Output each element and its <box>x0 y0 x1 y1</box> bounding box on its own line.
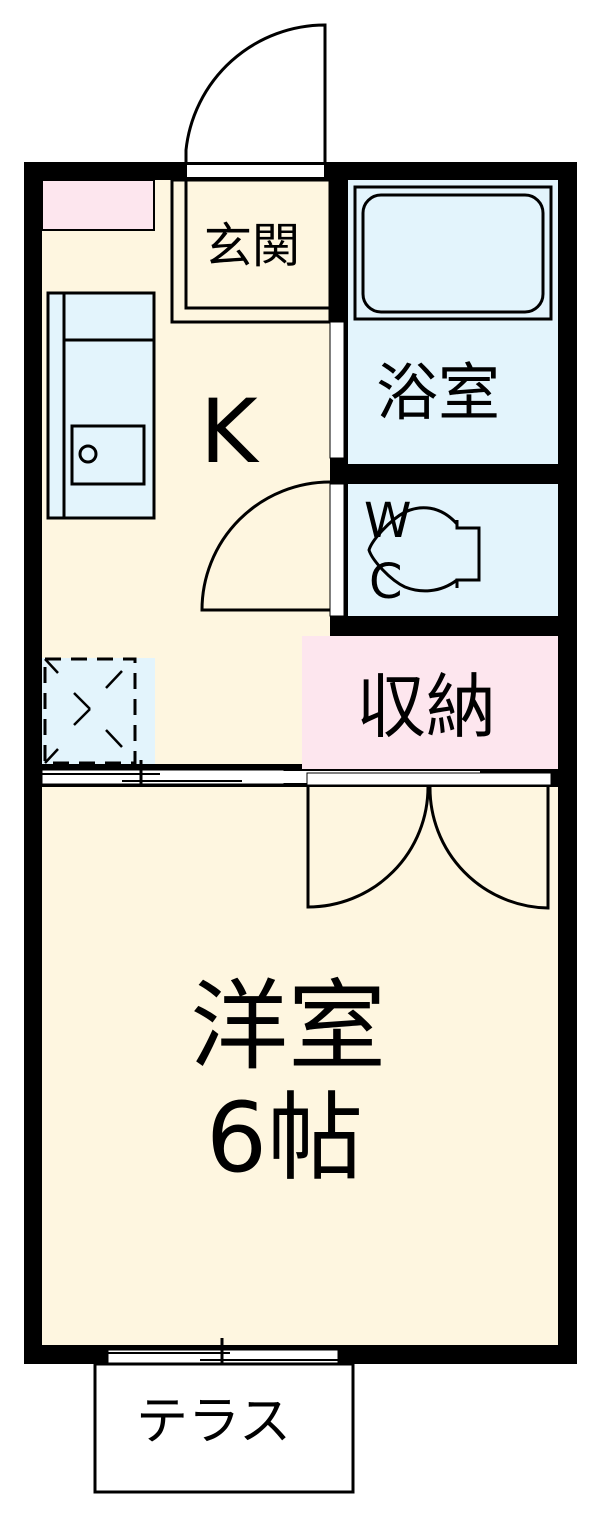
storage-floor <box>302 636 558 769</box>
wc-label-w: W <box>364 493 412 549</box>
terrace-outline <box>93 1362 355 1494</box>
entrance-label: 玄関 <box>204 218 301 274</box>
entrance-step <box>184 178 332 310</box>
bath-label: 浴室 <box>376 356 501 429</box>
terrace-label: テラス <box>136 1392 291 1452</box>
storage-door-left <box>306 786 430 909</box>
wc-floor <box>348 484 558 616</box>
storage-label: 収納 <box>356 666 496 748</box>
entry-door-swing <box>184 23 327 162</box>
fridge-space <box>43 657 137 765</box>
western-room-label: 洋室 <box>190 970 387 1084</box>
kitchen-label: K <box>200 380 258 483</box>
faucet-icon <box>78 444 98 464</box>
entry-door-opening <box>185 163 326 179</box>
shoe-cabinet <box>41 179 155 231</box>
wc-label-c: C <box>369 554 403 610</box>
sink <box>70 424 146 486</box>
toilet-icon <box>367 506 459 593</box>
kitchen-door-swing <box>200 480 331 612</box>
storage-door-right <box>428 786 550 910</box>
western-room-size: 6帖 <box>206 1082 364 1194</box>
